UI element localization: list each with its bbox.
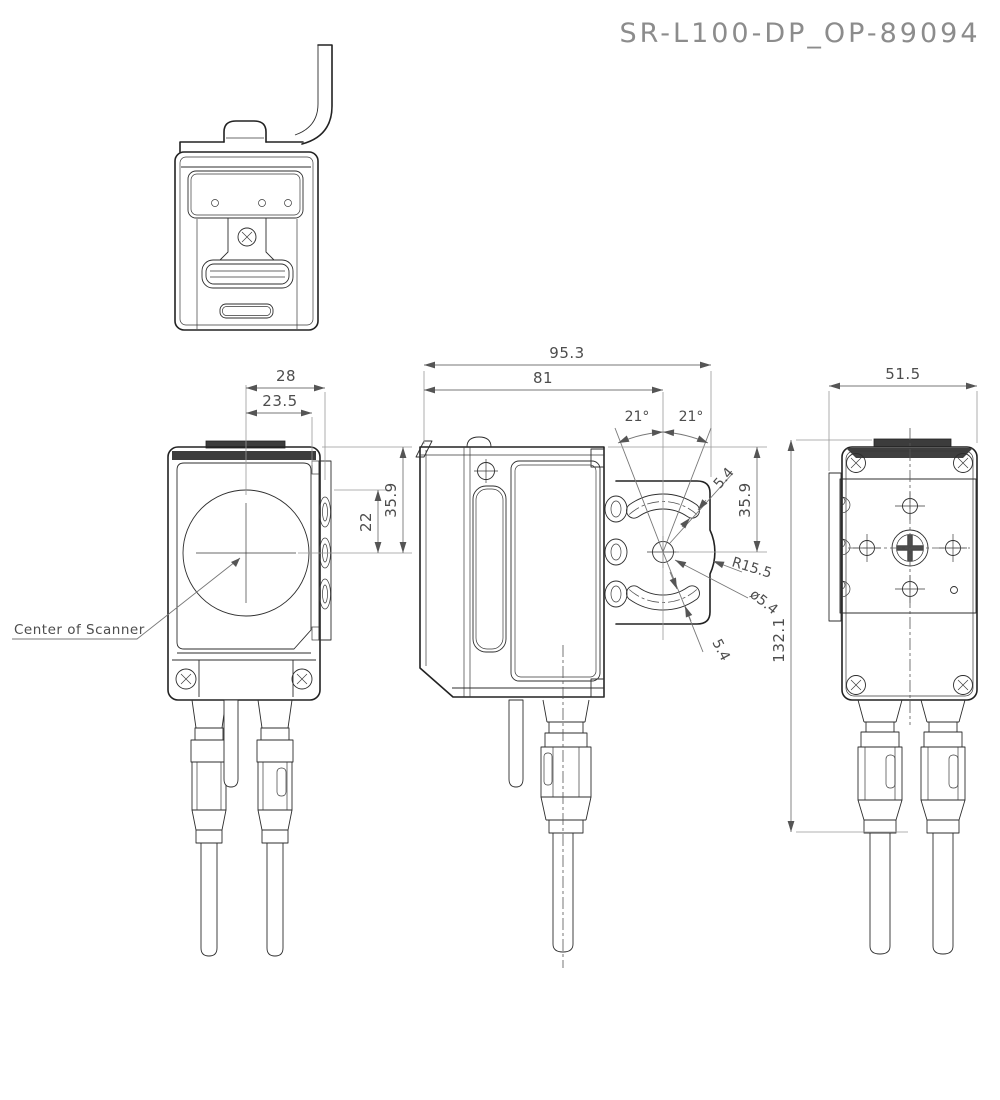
back-view: 51.5 132.1 xyxy=(770,365,978,955)
side-panel xyxy=(510,460,601,682)
top-screw xyxy=(237,227,257,247)
back-pin-hole xyxy=(950,586,958,594)
front-connector-left xyxy=(190,699,228,957)
indicator-panel xyxy=(187,170,304,219)
bracket-rod-side xyxy=(508,699,524,788)
back-corner-screws xyxy=(846,453,973,695)
dim-front-22: 22 xyxy=(357,512,375,532)
side-view: 95.3 81 21° 21° 35.9 5.4 R15.5 ø5.4 5.4 xyxy=(415,344,781,968)
dim-slot-bottom-5-4: 5.4 xyxy=(708,637,732,664)
dim-side-95-3: 95.3 xyxy=(549,344,584,362)
top-view-body xyxy=(174,151,319,331)
dim-back-132-1: 132.1 xyxy=(770,617,788,662)
dim-angle-right: 21° xyxy=(679,409,704,425)
leader-arrow xyxy=(231,558,240,567)
bracket-arc-slot-top xyxy=(626,493,700,519)
front-screw-right xyxy=(291,668,313,690)
bracket-arc-slot-bottom xyxy=(626,585,700,611)
front-connector-right xyxy=(256,699,294,957)
back-connector-right xyxy=(920,699,966,955)
bracket-dome xyxy=(223,120,267,143)
front-window-frame xyxy=(176,462,312,650)
dim-front-23-5: 23.5 xyxy=(262,392,297,410)
dim-front-35-9: 35.9 xyxy=(382,482,400,517)
bracket-rod-front xyxy=(223,699,239,788)
bracket-screws-side xyxy=(604,495,628,608)
back-body xyxy=(841,446,978,701)
indicator-led xyxy=(284,199,292,207)
front-view: 28 23.5 35.9 22 Center of Scanner xyxy=(12,367,412,957)
back-top-tab xyxy=(873,438,952,448)
back-top-band xyxy=(846,448,973,458)
dim-front-28: 28 xyxy=(276,367,296,385)
dim-side-35-9: 35.9 xyxy=(736,482,754,517)
indicator-led xyxy=(211,199,219,207)
indicator-led xyxy=(258,199,266,207)
top-small-slot xyxy=(219,303,274,319)
dim-slot-top-5-4: 5.4 xyxy=(711,465,738,492)
top-view xyxy=(174,44,333,331)
front-body xyxy=(167,446,321,701)
dim-side-81: 81 xyxy=(533,369,553,387)
back-connector-left xyxy=(857,699,903,955)
center-of-scanner-label: Center of Scanner xyxy=(14,622,145,638)
bracket-arm xyxy=(301,44,333,145)
dim-hole-dia: ø5.4 xyxy=(747,587,781,619)
side-body xyxy=(419,446,605,698)
drawing-title: SR-L100-DP_OP-89094 xyxy=(619,18,980,49)
side-connector xyxy=(540,645,592,968)
front-top-band xyxy=(172,451,316,460)
bracket-edge-back xyxy=(828,472,842,622)
dim-back-51-5: 51.5 xyxy=(885,365,920,383)
front-screw-left xyxy=(175,668,197,690)
dim-angle-left: 21° xyxy=(625,409,650,425)
dim-radius-r15-5: R15.5 xyxy=(730,555,774,582)
back-mounting-plate xyxy=(839,478,977,614)
mounting-bracket-plate xyxy=(615,480,716,625)
front-top-tab xyxy=(205,440,286,449)
top-slot xyxy=(201,259,294,289)
